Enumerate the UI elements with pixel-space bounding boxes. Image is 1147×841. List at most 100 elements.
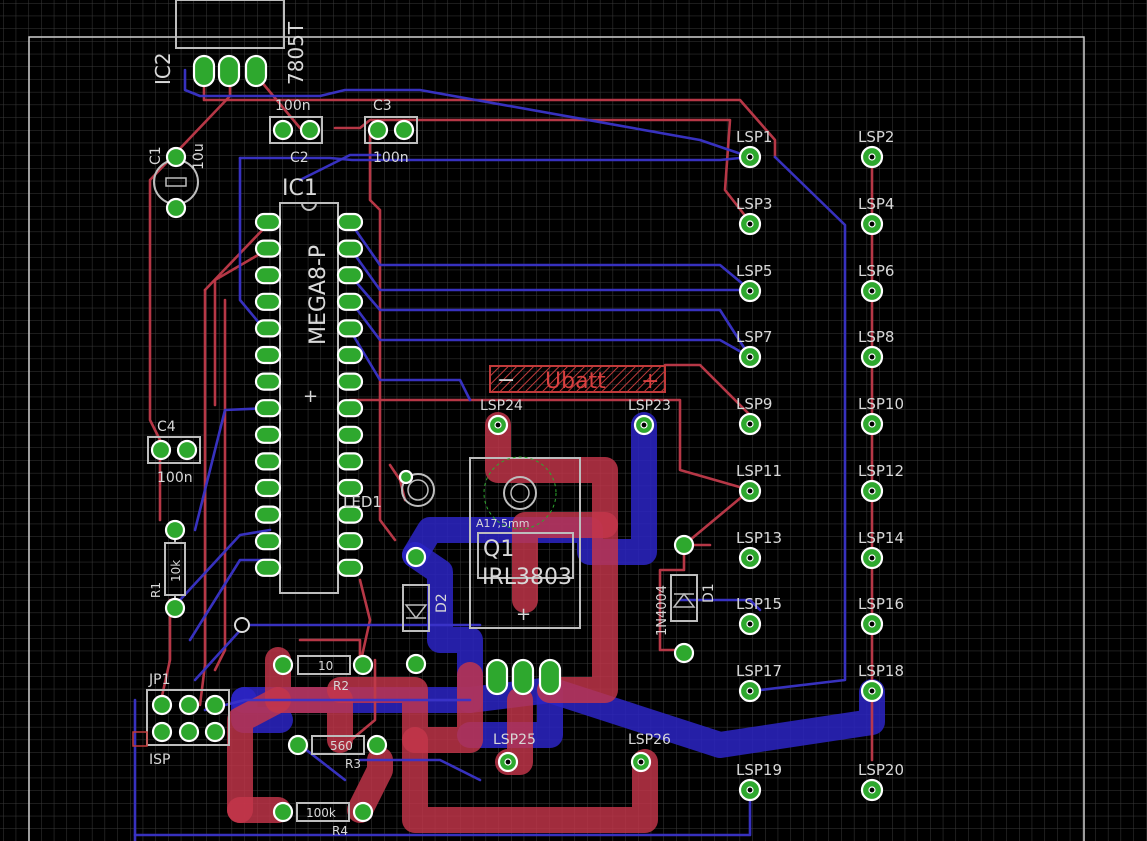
ic1-pin bbox=[254, 372, 282, 391]
led1[interactable]: LED1 bbox=[343, 469, 435, 511]
ubatt-text: Ubatt bbox=[545, 369, 606, 394]
c2-capacitor[interactable]: 100n C2 bbox=[269, 98, 323, 166]
lsp-label: LSP3 bbox=[736, 195, 772, 213]
r2-resistor[interactable]: 10 R2 bbox=[272, 654, 374, 693]
lsp23-label: LSP23 bbox=[628, 398, 671, 414]
ic1-value: MEGA8-P bbox=[306, 245, 331, 345]
ic1-pin bbox=[254, 319, 282, 338]
r4-value: 100k bbox=[306, 806, 336, 820]
via bbox=[234, 617, 250, 633]
ic1-pin bbox=[336, 505, 364, 524]
c3-name: C3 bbox=[373, 98, 392, 114]
ic1-pin bbox=[336, 266, 364, 285]
svg-text:+: + bbox=[303, 386, 318, 407]
ic1-pins bbox=[254, 212, 364, 577]
ubatt-label[interactable]: − Ubatt + bbox=[489, 365, 666, 394]
ic1-pin bbox=[336, 425, 364, 444]
lsp-label: LSP9 bbox=[736, 395, 772, 413]
jp1-isp-header[interactable]: JP1 ISP bbox=[132, 672, 230, 768]
r3-resistor[interactable]: 560 R3 bbox=[287, 734, 388, 771]
c4-name: C4 bbox=[157, 419, 176, 435]
lsp-pad[interactable]: LSP5 bbox=[736, 262, 772, 303]
lsp-pad[interactable]: LSP18 bbox=[858, 662, 904, 703]
lsp-label: LSP17 bbox=[736, 662, 782, 680]
q1-value: IRL3803 bbox=[482, 565, 572, 590]
lsp-pad[interactable]: LSP17 bbox=[736, 662, 782, 703]
lsp-label: LSP2 bbox=[858, 128, 894, 146]
lsp-label: LSP8 bbox=[858, 328, 894, 346]
ic1-pin bbox=[336, 345, 364, 365]
lsp-label: LSP7 bbox=[736, 328, 772, 346]
lsp23-pad[interactable]: LSP23 bbox=[628, 398, 671, 436]
jp1-name: JP1 bbox=[148, 672, 170, 688]
lsp-pad[interactable]: LSP4 bbox=[858, 195, 894, 236]
lsp-pad[interactable]: LSP10 bbox=[858, 395, 904, 436]
jp1-pins bbox=[151, 694, 226, 743]
r4-resistor[interactable]: 100k R4 bbox=[272, 801, 374, 838]
lsp-pad[interactable]: LSP12 bbox=[858, 462, 904, 503]
lsp26-pad[interactable]: LSP26 bbox=[628, 732, 671, 773]
r3-value: 560 bbox=[330, 739, 353, 753]
c3-value: 100n bbox=[373, 150, 409, 166]
ic1-pin bbox=[254, 478, 282, 498]
d1-value: 1N4004 bbox=[655, 585, 670, 636]
lsp-label: LSP14 bbox=[858, 529, 904, 547]
r3-name: R3 bbox=[345, 757, 361, 771]
lsp-label: LSP11 bbox=[736, 462, 782, 480]
c1-value: 10u bbox=[191, 143, 207, 170]
lsp-pad[interactable]: LSP16 bbox=[858, 595, 904, 636]
ic1-pin bbox=[254, 425, 282, 444]
d1-diode[interactable]: 1N4004 D1 bbox=[655, 534, 717, 664]
lsp-pad[interactable]: LSP8 bbox=[858, 328, 894, 369]
lsp-pad[interactable]: LSP6 bbox=[858, 262, 894, 303]
lsp-pad[interactable]: LSP14 bbox=[858, 529, 904, 570]
lsp-label: LSP18 bbox=[858, 662, 904, 680]
q1-hole: A17,5mm bbox=[476, 517, 529, 530]
lsp-pad[interactable]: LSP19 bbox=[736, 761, 782, 802]
ic1-pin bbox=[336, 239, 364, 258]
ic1-pin bbox=[336, 319, 364, 338]
ic1-pin bbox=[336, 212, 364, 232]
lsp24-pad[interactable]: LSP24 bbox=[480, 398, 523, 436]
q1-mosfet[interactable]: A17,5mm Q1 IRL3803 + bbox=[469, 456, 581, 696]
lsp-pad[interactable]: LSP20 bbox=[858, 761, 904, 802]
bottom-signal-traces bbox=[133, 68, 847, 841]
c3-capacitor[interactable]: C3 100n bbox=[364, 98, 418, 166]
lsp-pad[interactable]: LSP1 bbox=[736, 128, 772, 169]
r1-name: R1 bbox=[149, 582, 163, 598]
lsp25-pad[interactable]: LSP25 bbox=[493, 732, 536, 773]
lsp-pad[interactable]: LSP9 bbox=[736, 395, 772, 436]
lsp-label: LSP5 bbox=[736, 262, 772, 280]
lsp-label: LSP20 bbox=[858, 761, 904, 779]
r2-value: 10 bbox=[318, 659, 333, 673]
ic1-pin bbox=[254, 345, 282, 365]
lsp-pad[interactable]: LSP3 bbox=[736, 195, 772, 236]
ic1-pin bbox=[336, 372, 364, 391]
c2-name: C2 bbox=[290, 150, 309, 166]
lsp-label: LSP12 bbox=[858, 462, 904, 480]
d1-name: D1 bbox=[701, 583, 717, 603]
jp1-value: ISP bbox=[149, 752, 170, 768]
lsp-pad[interactable]: LSP11 bbox=[736, 462, 782, 503]
ic2-name: IC2 bbox=[151, 52, 175, 85]
ic1-pin bbox=[254, 292, 282, 311]
r1-resistor[interactable]: R1 10k bbox=[149, 519, 186, 619]
ic1-pin bbox=[336, 532, 364, 551]
lsp-pad[interactable]: LSP7 bbox=[736, 328, 772, 369]
lsp-label: LSP13 bbox=[736, 529, 782, 547]
lsp-pad[interactable]: LSP15 bbox=[736, 595, 782, 636]
c1-capacitor[interactable]: C1 10u bbox=[148, 143, 207, 219]
lsp-pad[interactable]: LSP2 bbox=[858, 128, 894, 169]
d2-diode[interactable]: D2 bbox=[402, 546, 450, 675]
lsp-label: LSP19 bbox=[736, 761, 782, 779]
ic2-regulator[interactable]: IC2 7805T bbox=[151, 0, 308, 88]
c4-value: 100n bbox=[157, 470, 193, 486]
ic1-microcontroller[interactable]: IC1 MEGA8-P + bbox=[254, 176, 364, 594]
c2-value: 100n bbox=[275, 98, 311, 114]
svg-text:+: + bbox=[516, 604, 531, 625]
q1-name: Q1 bbox=[483, 537, 514, 562]
lsp-label: LSP4 bbox=[858, 195, 894, 213]
lsp-pad[interactable]: LSP13 bbox=[736, 529, 782, 570]
c4-capacitor[interactable]: C4 100n bbox=[147, 419, 201, 486]
